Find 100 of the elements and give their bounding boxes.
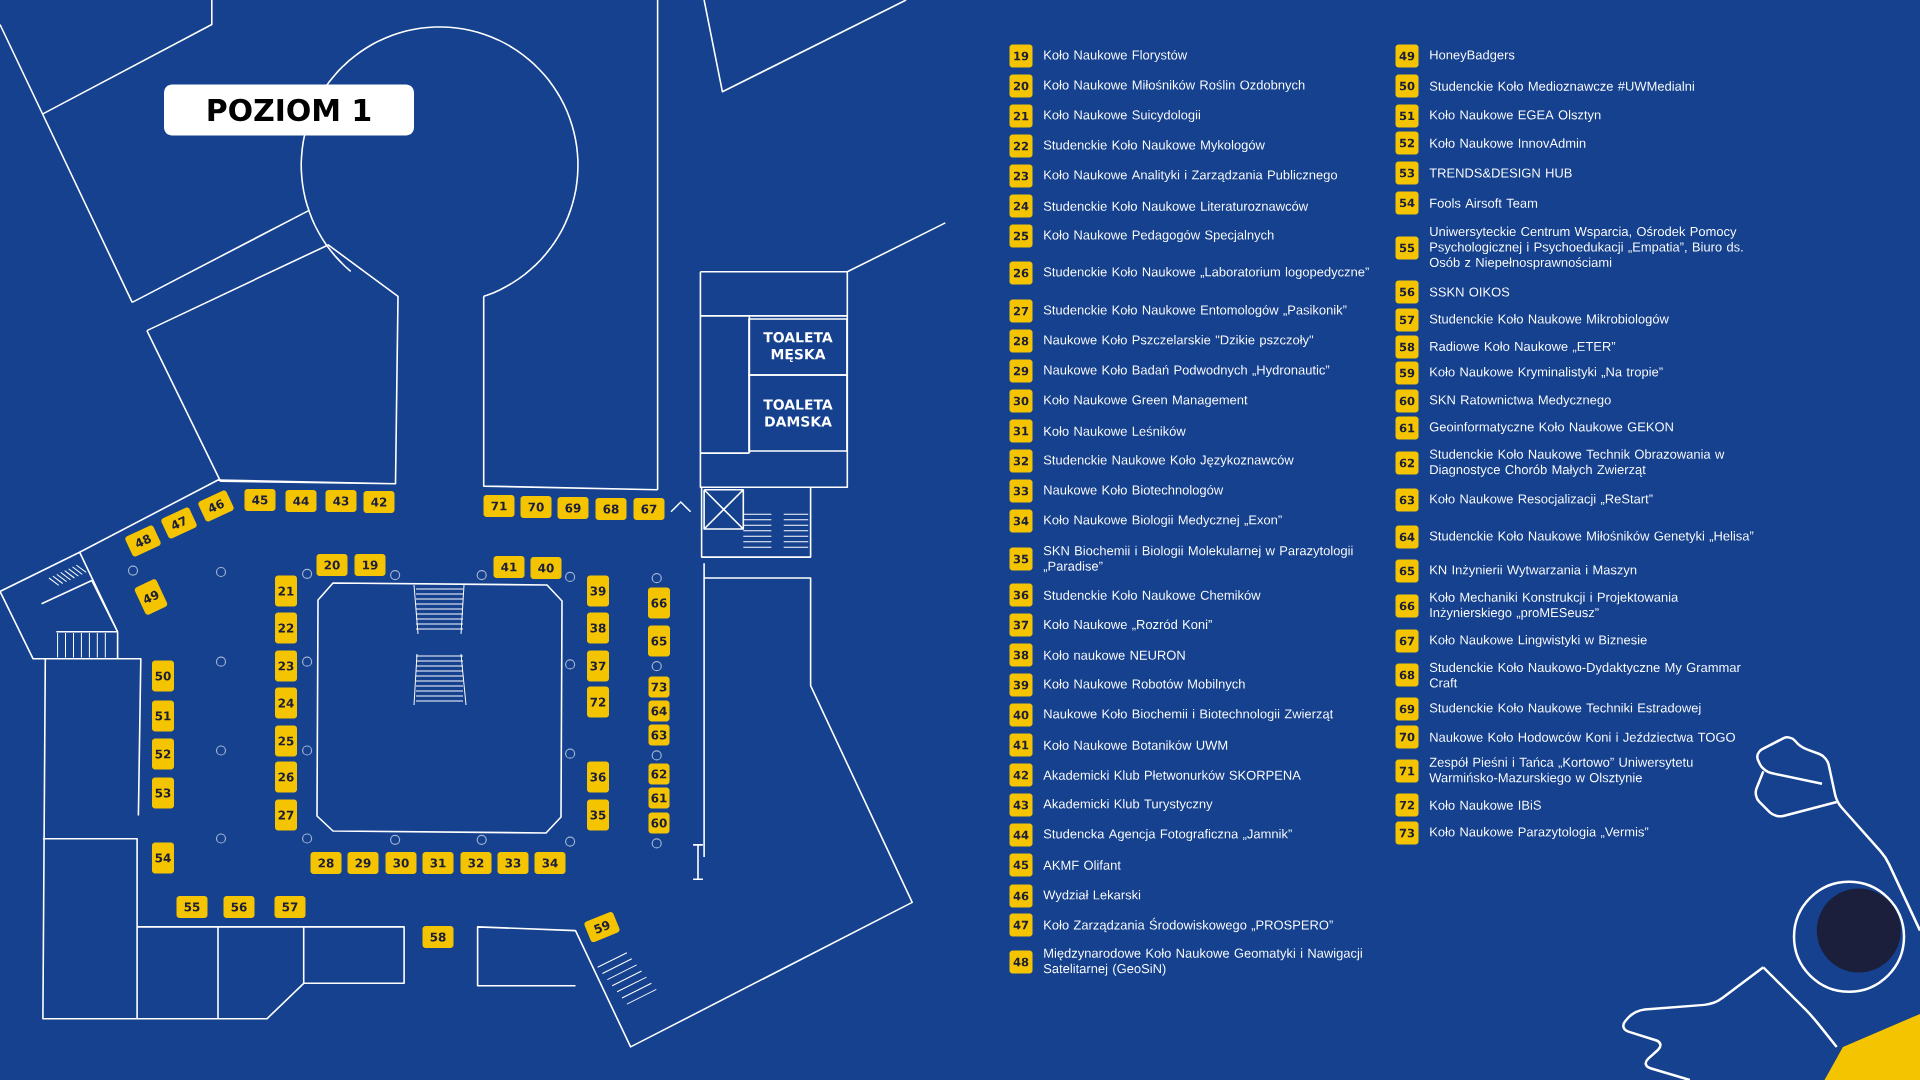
room-label: TOALETA MĘSKA xyxy=(748,318,848,376)
group-name: Wydział Lekarski xyxy=(1043,889,1141,903)
booth-number: 55 xyxy=(176,896,208,918)
room-label: TOALETA DAMSKA xyxy=(748,374,848,452)
group-name: Koło naukowe NEURON xyxy=(1044,650,1185,660)
booth-number: 19 xyxy=(354,554,386,576)
group-name: SKN Ratownictwa Medycznego xyxy=(1429,394,1611,408)
booth-number: 67 xyxy=(633,498,665,520)
group-name: Naukowe Koło Hodowców Koni i Jeździectwa TOGO xyxy=(1430,732,1735,742)
booth-number: 27 xyxy=(275,799,297,831)
group-name: Koło Naukowe Suicydologii xyxy=(1044,109,1200,123)
group-name: Naukowe Koło Badań Podwodnych „Hydronautic” xyxy=(1044,364,1330,378)
group-name: Koło Naukowe Parazytologia „Vermis” xyxy=(1430,826,1649,840)
group-name: Radiowe Koło Naukowe „ETER” xyxy=(1430,341,1616,353)
booth-number: 72 xyxy=(587,686,609,718)
booth-number: 47 xyxy=(161,507,197,539)
group-name: Studenckie Koło Naukowe Techniki Estradowej xyxy=(1429,702,1701,716)
group-name: Studenckie Naukowe Koło Językoznawców xyxy=(1043,454,1294,468)
booth-number: 38 xyxy=(587,612,609,644)
booth-number: 24 xyxy=(275,687,297,719)
group-name: KN Inżynierii Wytwarzania i Maszyn xyxy=(1430,564,1637,578)
booth-number: 39 xyxy=(587,575,609,607)
booth-number: 53 xyxy=(152,777,174,809)
booth-number: 54 xyxy=(152,842,174,874)
group-name: Akademicki Klub Turystyczny xyxy=(1043,798,1213,812)
group-name: Uniwersyteckie Centrum Wsparcia, Ośrodek Pomocy Psychologicznej i Psychoedukacji „Empatia”, Biuro ds. Osób z Niepełnosprawnościami xyxy=(1429,226,1743,270)
booth-number: 20 xyxy=(316,554,348,576)
booth-number: 46 xyxy=(198,490,234,522)
group-name: SSKN OIKOS xyxy=(1429,287,1510,297)
booth-number: 34 xyxy=(534,852,566,874)
booth-number: 28 xyxy=(310,852,342,874)
group-name: Koło Naukowe InnovAdmin xyxy=(1430,138,1586,148)
group-name: Zespół Pieśni i Tańca „Kortowo” Uniwersytetu Warmińsko-Mazurskiego w Olsztynie xyxy=(1429,757,1693,785)
booth-number: 58 xyxy=(422,926,454,948)
group-name: HoneyBadgers xyxy=(1430,49,1515,63)
group-name: Akademicki Klub Płetwonurków SKORPENA xyxy=(1043,770,1301,780)
booth-number: 37 xyxy=(587,650,609,682)
group-name: Koło Naukowe Green Management xyxy=(1044,394,1248,408)
booth-number: 52 xyxy=(152,738,174,770)
booth-number: 41 xyxy=(493,556,525,578)
group-name: Studenckie Koło Naukowe Mikrobiologów xyxy=(1429,313,1669,327)
group-name: Studenckie Koło Medioznawcze #UWMedialni xyxy=(1429,81,1694,91)
group-name: Koło Naukowe Analityki i Zarządzania Publicznego xyxy=(1044,169,1338,183)
group-name: Studenckie Koło Naukowe Mykologów xyxy=(1043,139,1265,153)
booth-number: 31 xyxy=(422,852,454,874)
title-box: POZIOM 1 xyxy=(164,84,414,136)
booth-number: 59 xyxy=(584,911,620,943)
booth-number: 33 xyxy=(497,852,529,874)
booth-number: 68 xyxy=(595,498,627,520)
group-name: Koło Zarządzania Środowiskowego „PROSPERO” xyxy=(1044,917,1333,933)
group-name: Koło Naukowe Florystów xyxy=(1044,49,1188,63)
booth-number: 71 xyxy=(483,495,515,517)
group-name: Koło Naukowe IBiS xyxy=(1430,800,1541,810)
booth-number: 51 xyxy=(152,700,174,732)
group-name: Geoinformatyczne Koło Naukowe GEKON xyxy=(1429,421,1673,435)
group-name: Studenckie Koło Naukowe Literaturoznawców xyxy=(1043,201,1309,211)
booth-number: 25 xyxy=(275,725,297,757)
group-name: Koło Naukowe Lingwistyki w Biznesie xyxy=(1430,634,1647,648)
group-name: Studenckie Koło Naukowe „Laboratorium logopedyczne” xyxy=(1043,266,1369,280)
booth-number: 29 xyxy=(347,852,379,874)
group-name: Koło Naukowe Botaników UWM xyxy=(1044,740,1228,750)
booth-number: 43 xyxy=(325,490,357,512)
booth-number: 22 xyxy=(275,612,297,644)
group-name: Koło Naukowe Biologii Medycznej „Exon” xyxy=(1044,514,1282,528)
group-name: Studenckie Koło Naukowe Chemików xyxy=(1043,590,1261,600)
group-name: AKMF Olifant xyxy=(1043,860,1121,870)
booth-number: 23 xyxy=(275,650,297,682)
booth-number: 70 xyxy=(520,496,552,518)
booth-number: 69 xyxy=(557,497,589,519)
group-name: Naukowe Koło Biochemii i Biotechnologii Zwierząt xyxy=(1044,708,1334,722)
group-name: Studenckie Koło Naukowo-Dydaktyczne My Grammar Craft xyxy=(1429,662,1741,688)
booth-number: 44 xyxy=(285,490,317,512)
group-name: Koło Naukowe Resocjalizacji „ReStart” xyxy=(1430,493,1653,507)
group-name: Koło Naukowe Leśników xyxy=(1044,426,1186,436)
group-name: Koło Naukowe Robotów Mobilnych xyxy=(1044,678,1245,692)
booth-number: 26 xyxy=(275,761,297,793)
group-name: Studenckie Koło Naukowe Entomologów „Pasikonik” xyxy=(1043,304,1347,318)
group-name: TRENDS&DESIGN HUB xyxy=(1429,168,1572,178)
group-name: Koło Naukowe „Rozród Koni” xyxy=(1044,619,1212,631)
booth-number: 50 xyxy=(152,660,174,692)
group-name: Międzynarodowe Koło Naukowe Geomatyki i Nawigacji Satelitarnej (GeoSiN) xyxy=(1043,948,1362,976)
booth-number: 66 xyxy=(648,587,670,619)
booth-number: 42 xyxy=(363,491,395,513)
group-name: Koło Mechaniki Konstrukcji i Projektowania Inżynierskiego „proMESeusz” xyxy=(1430,592,1679,620)
group-name: Fools Airsoft Team xyxy=(1430,198,1538,208)
booth-number: 49 xyxy=(134,579,168,615)
group-name: Studenckie Koło Naukowe Miłośników Genetyki „Helisa” xyxy=(1429,530,1754,544)
booth-number: 32 xyxy=(460,852,492,874)
booth-number: 45 xyxy=(244,489,276,511)
group-name: Koło Naukowe Miłośników Roślin Ozdobnych xyxy=(1044,79,1305,93)
group-name: Koło Naukowe Kryminalistyki „Na tropie” xyxy=(1430,366,1663,380)
booth-number: 21 xyxy=(275,575,297,607)
group-name: Koło Naukowe EGEA Olsztyn xyxy=(1430,109,1601,123)
group-name: Naukowe Koło Biotechnologów xyxy=(1044,484,1224,498)
booth-number: 40 xyxy=(530,557,562,579)
group-name: Koło Naukowe Pedagogów Specjalnych xyxy=(1044,229,1274,243)
booth-number: 35 xyxy=(587,799,609,831)
booth-number: 30 xyxy=(385,852,417,874)
booth-number: 56 xyxy=(223,896,255,918)
booth-number: 48 xyxy=(125,525,161,557)
